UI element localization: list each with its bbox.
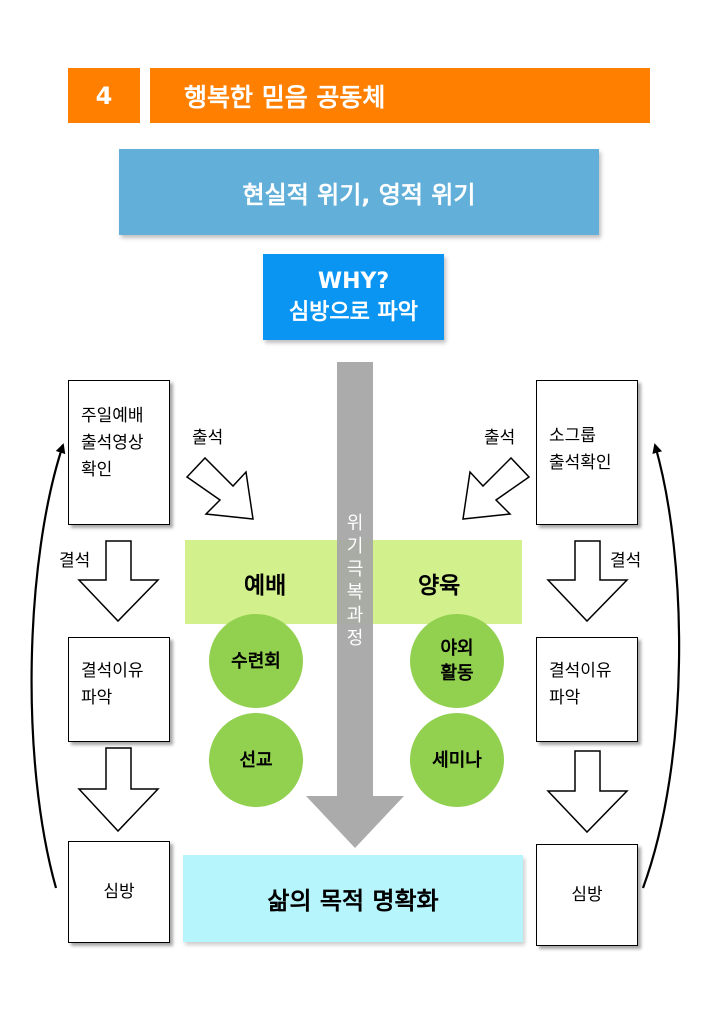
- right-down-arrow-1: [546, 540, 629, 623]
- circle-mission: 선교: [209, 713, 303, 807]
- right-attend-label: 출석: [484, 428, 516, 448]
- left-attend-label: 출석: [192, 428, 224, 448]
- left-absent-label: 결석: [59, 551, 91, 571]
- band-nurture: 양육: [418, 573, 461, 599]
- why-box: WHY? 심방으로 파악: [263, 254, 444, 340]
- right-reason-line1: 결석이유: [549, 661, 612, 681]
- left-down-arrow-2: [77, 747, 160, 833]
- left-reason-line2: 파악: [81, 688, 113, 708]
- crisis-box: 현실적 위기, 영적 위기: [119, 149, 599, 235]
- right-reason-box: 결석이유 파악: [536, 637, 638, 742]
- right-top-line1: 소그룹: [549, 426, 596, 446]
- circle-outdoor-line1: 야외: [440, 638, 474, 659]
- right-down-arrow-2: [546, 750, 629, 834]
- purpose-box: 삶의 목적 명확화: [183, 855, 523, 942]
- process-char: 기: [346, 536, 364, 557]
- process-char: 위: [346, 513, 364, 534]
- left-visit-label: 심방: [103, 881, 135, 902]
- right-visit-label: 심방: [571, 884, 603, 905]
- circle-retreat: 수련회: [209, 614, 303, 708]
- left-top-line2: 출석영상: [81, 433, 144, 453]
- left-diagonal-arrow: [185, 456, 254, 520]
- section-title: 행복한 믿음 공동체: [150, 68, 650, 123]
- process-char: 과: [346, 605, 364, 626]
- process-char: 정: [346, 628, 364, 649]
- band-worship: 예배: [244, 573, 287, 599]
- why-line1: WHY?: [317, 269, 390, 294]
- left-top-line3: 확인: [81, 460, 113, 480]
- right-smallgroup-box: 소그룹 출석확인: [536, 380, 638, 525]
- process-char: 극: [346, 559, 364, 580]
- left-sunday-box: 주일예배 출석영상 확인: [68, 380, 170, 525]
- left-reason-line1: 결석이유: [81, 661, 144, 681]
- right-reason-line2: 파악: [549, 688, 581, 708]
- circle-mission-label: 선교: [239, 749, 273, 771]
- right-visit-box: 심방: [536, 844, 638, 946]
- process-arrow: [306, 362, 404, 848]
- circle-seminar: 세미나: [410, 713, 504, 807]
- right-feedback-arrow: [641, 443, 681, 889]
- why-line2: 심방으로 파악: [288, 300, 419, 325]
- right-top-line2: 출석확인: [549, 453, 612, 473]
- right-diagonal-arrow: [462, 456, 531, 520]
- circle-seminar-label: 세미나: [432, 749, 482, 771]
- left-visit-box: 심방: [68, 841, 170, 943]
- circle-outdoor-line2: 활동: [440, 663, 474, 684]
- circle-outdoor: 야외 활동: [410, 614, 504, 708]
- left-reason-box: 결석이유 파악: [68, 637, 170, 742]
- right-absent-label: 결석: [610, 551, 642, 571]
- process-char: 복: [346, 582, 364, 603]
- left-down-arrow-1: [77, 540, 160, 623]
- section-number: 4: [68, 68, 140, 123]
- left-feedback-arrow: [30, 443, 66, 889]
- left-top-line1: 주일예배: [81, 406, 144, 426]
- circle-retreat-label: 수련회: [231, 650, 281, 672]
